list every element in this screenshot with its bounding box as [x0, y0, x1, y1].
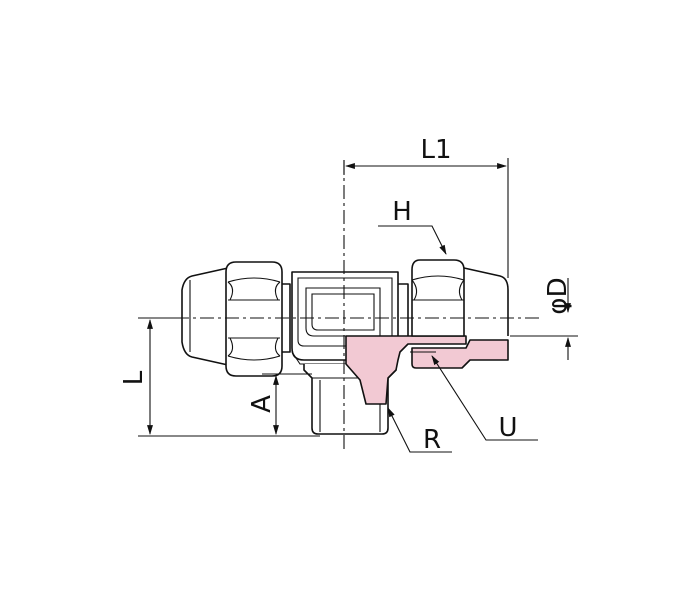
dimension-phi-d: φD [510, 277, 578, 360]
left-hex-nut [225, 261, 283, 377]
dimension-a: A [247, 373, 312, 435]
label-l: L [119, 370, 149, 385]
dimension-l: L [119, 317, 320, 437]
section-cut [345, 335, 509, 405]
label-l1: L1 [420, 135, 451, 165]
label-r: R [423, 425, 441, 455]
dimension-l1: L1 [343, 135, 509, 278]
leader-r: R [387, 407, 452, 455]
body-section-fill [345, 335, 467, 405]
left-tube-flare [181, 267, 229, 366]
left-neck [282, 283, 291, 353]
leader-h: H [378, 197, 447, 255]
label-h: H [392, 197, 412, 227]
right-neck [398, 283, 409, 336]
label-u: U [498, 413, 517, 443]
right-tube [463, 267, 509, 336]
leader-u: U [431, 355, 538, 443]
label-phi-d: φD [543, 277, 573, 314]
right-hex-nut [411, 259, 465, 337]
label-a: A [247, 395, 277, 413]
